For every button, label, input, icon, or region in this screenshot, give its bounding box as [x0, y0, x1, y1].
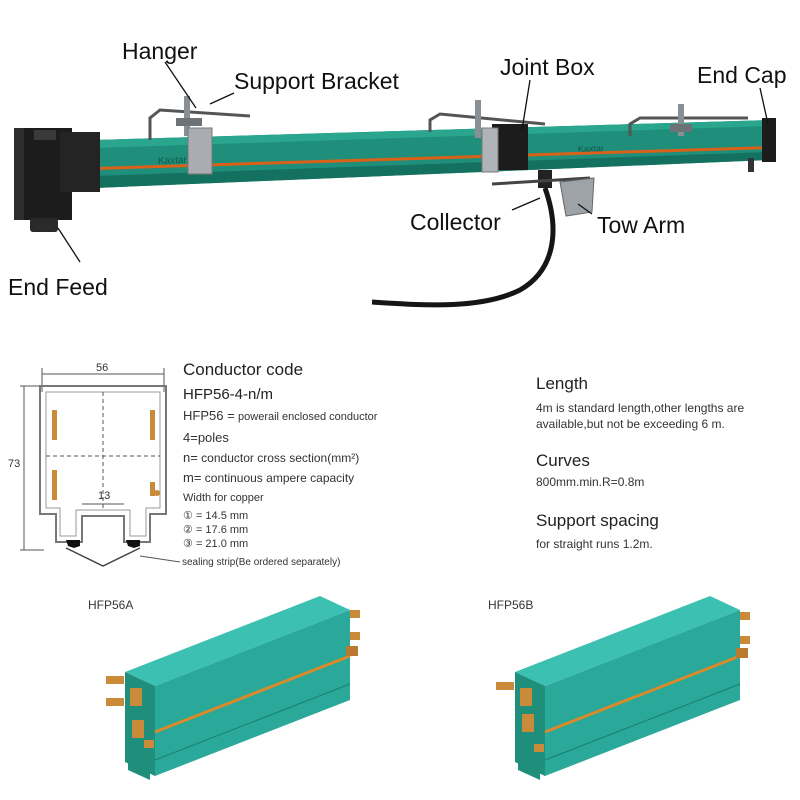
curves-line-1: 800mm.min.R=0.8m	[536, 475, 645, 489]
callout-collector: Collector	[410, 209, 501, 235]
code-line-ampere: m= continuous ampere capacity	[183, 470, 355, 485]
end-cap	[748, 118, 776, 172]
callout-joint-box: Joint Box	[500, 54, 595, 80]
code-line-hfp56: HFP56 = powerail enclosed conductor	[183, 408, 378, 423]
length-title: Length	[536, 374, 588, 393]
support-bracket-3	[628, 104, 748, 136]
collector-leader	[511, 197, 541, 211]
end-feed-housing	[14, 128, 100, 232]
collector-cable	[371, 187, 556, 308]
length-line-2: available,but not be exceeding 6 m.	[536, 417, 725, 431]
height-dimension-label: 73	[8, 458, 21, 470]
joint-box	[428, 100, 546, 173]
support-spacing-title: Support spacing	[536, 511, 659, 530]
support-bracket-1	[148, 96, 251, 175]
support-spacing-line-1: for straight runs 1.2m.	[536, 537, 653, 551]
callout-end-cap: End Cap	[697, 62, 787, 88]
svg-text:Kaxtar: Kaxtar	[578, 143, 604, 154]
conductor-rail: Kaxtar Kaxtar	[95, 120, 770, 188]
code-line-cross-section: n= conductor cross section(mm²)	[183, 450, 360, 465]
callout-tow-arm: Tow Arm	[597, 212, 686, 238]
copper-width-title: Width for copper	[183, 492, 264, 504]
collector-assembly	[371, 170, 595, 308]
conductor-rail-assembly: Kaxtar Kaxtar	[14, 61, 776, 308]
callout-end-feed: End Feed	[8, 274, 108, 300]
copper-width-3: ③ = 21.0 mm	[183, 538, 249, 550]
sealing-strip	[66, 540, 140, 548]
sealing-strip-label: sealing strip(Be ordered separately)	[182, 557, 341, 568]
copper-conductors	[52, 410, 160, 500]
callout-support-bracket: Support Bracket	[234, 68, 399, 94]
conductor-code-title: Conductor code	[183, 360, 304, 379]
code-line-poles: 4=poles	[183, 430, 229, 445]
end-feed-leader	[57, 227, 81, 263]
curves-title: Curves	[536, 451, 590, 470]
joint-box-leader	[521, 79, 531, 131]
length-line-1: 4m is standard length,other lengths are	[536, 401, 745, 415]
rail-segment-hfp56a	[106, 596, 360, 780]
brand-mark: Kaxtar	[158, 155, 188, 167]
tow-arm-leader	[577, 203, 593, 215]
callout-hanger: Hanger	[122, 38, 198, 64]
sealing-strip-outline	[65, 547, 141, 567]
width-dimension-label: 56	[96, 362, 109, 374]
model-label-hfp56a: HFP56A	[88, 598, 134, 612]
inner-dimension-label: 13	[98, 490, 111, 502]
hanger-leader	[164, 61, 197, 109]
copper-width-2: ② = 17.6 mm	[183, 524, 249, 536]
orange-stripe	[95, 146, 770, 170]
copper-width-1: ① = 14.5 mm	[183, 510, 249, 522]
end-cap-leader	[759, 87, 769, 125]
model-label-hfp56b: HFP56B	[488, 598, 534, 612]
conductor-code-value: HFP56-4-n/m	[183, 386, 274, 403]
support-bracket-leader	[209, 92, 235, 105]
rail-segment-hfp56b	[496, 596, 750, 780]
